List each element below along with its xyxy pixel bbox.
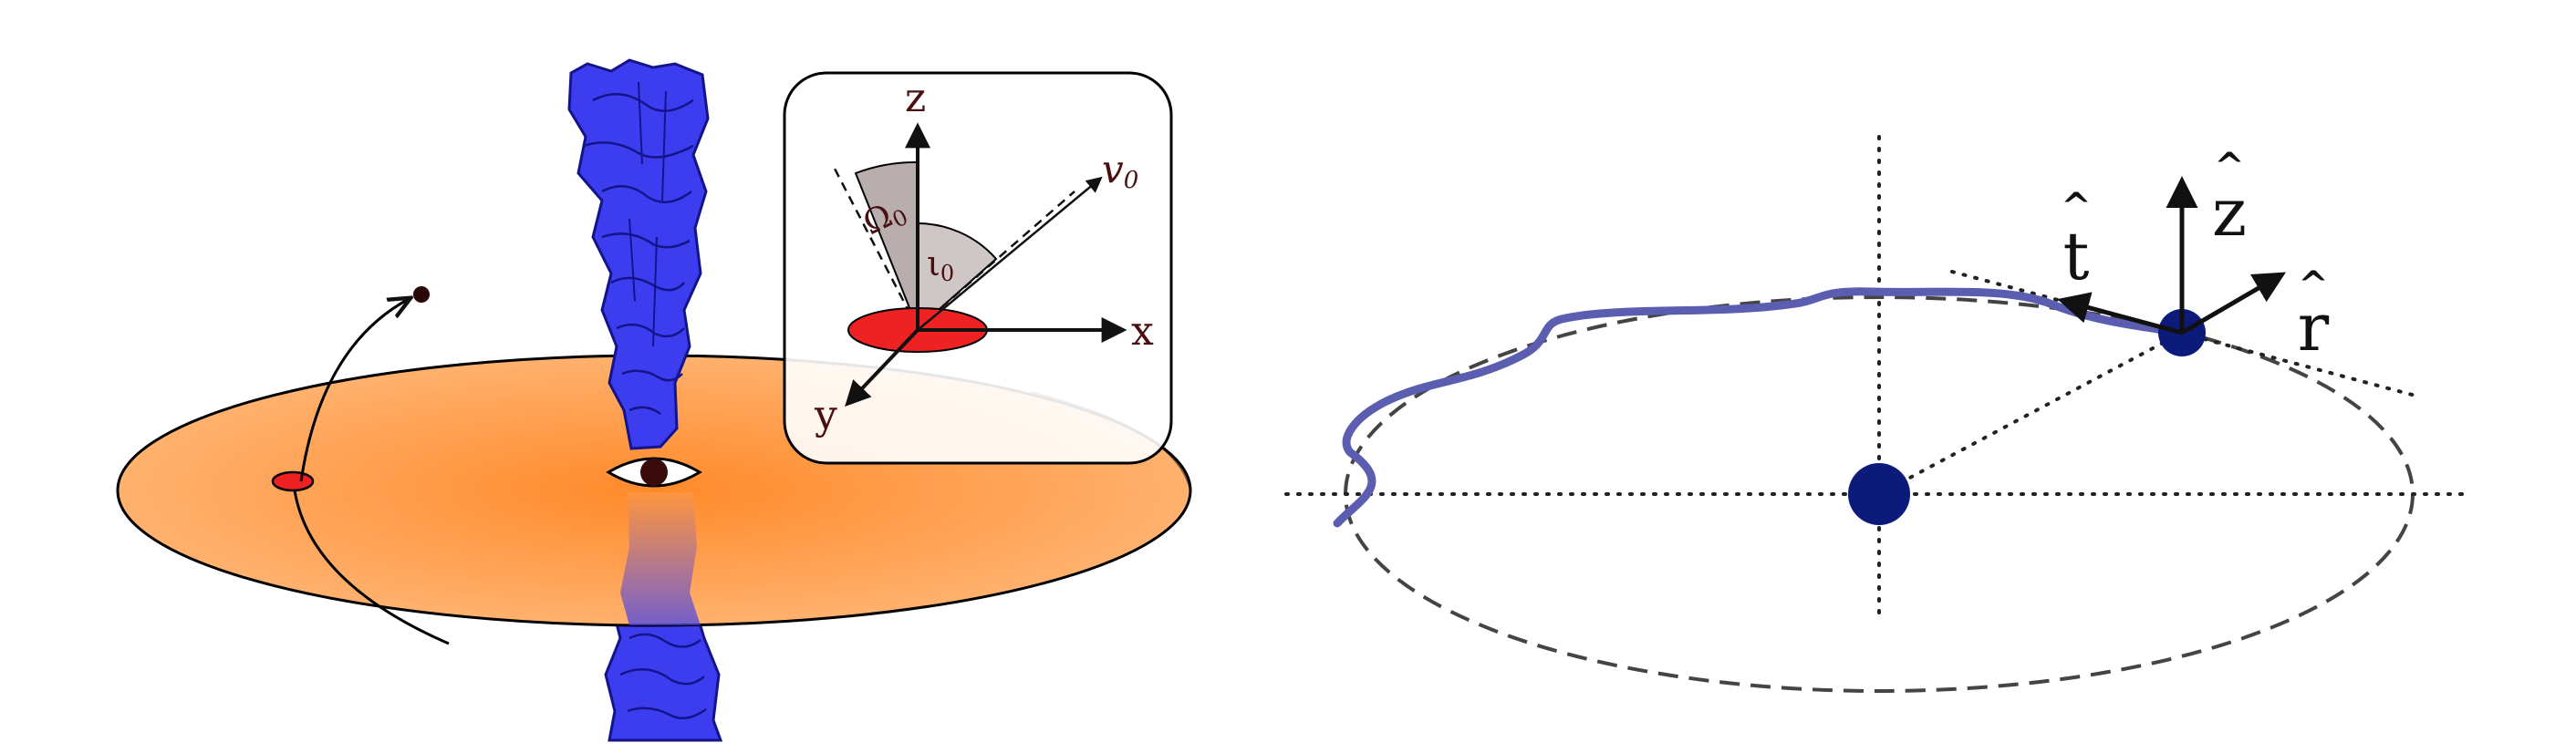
svg-text:z: z [2212,174,2247,251]
orbit-arc [293,490,450,645]
left-panel: z x y v0 Ω0 ι0 [116,58,1192,742]
inset-panel: z x y v0 Ω0 ι0 [783,71,1173,465]
black-hole-eye-icon [606,457,702,488]
svg-text:^: ^ [2061,185,2092,228]
z-hat-label: ^ z [2212,145,2247,251]
inset-y-axis [845,328,919,407]
angle-iota-wedge [917,222,998,331]
inset-y-label: y [814,392,837,438]
particle-trajectory [1333,287,2186,528]
inset-v0-label: v0 [1102,147,1138,194]
r-hat-vector [2180,272,2287,335]
right-panel: ^ t ^ z ^ r [1284,135,2474,693]
svg-text:r: r [2298,289,2330,366]
inset-iota-label: ι0 [927,243,954,286]
svg-text:^: ^ [2214,145,2245,188]
svg-text:t: t [2063,218,2090,294]
inset-v0-vector [917,176,1103,331]
inset-z-label: z [905,75,926,121]
svg-text:^: ^ [2298,263,2329,306]
ejection-arrow [299,299,409,482]
red-object-marker [271,470,315,492]
central-mass [1848,463,1910,525]
t-hat-label: ^ t [2061,185,2092,294]
upper-jet [567,58,710,450]
t-hat-vector [2057,292,2183,335]
r-hat-label: ^ r [2298,263,2330,366]
inset-x-label: x [1131,308,1154,355]
jet-through-disk [620,492,701,625]
ejected-particle [413,286,430,303]
radius-dotted-line [1877,331,2184,496]
